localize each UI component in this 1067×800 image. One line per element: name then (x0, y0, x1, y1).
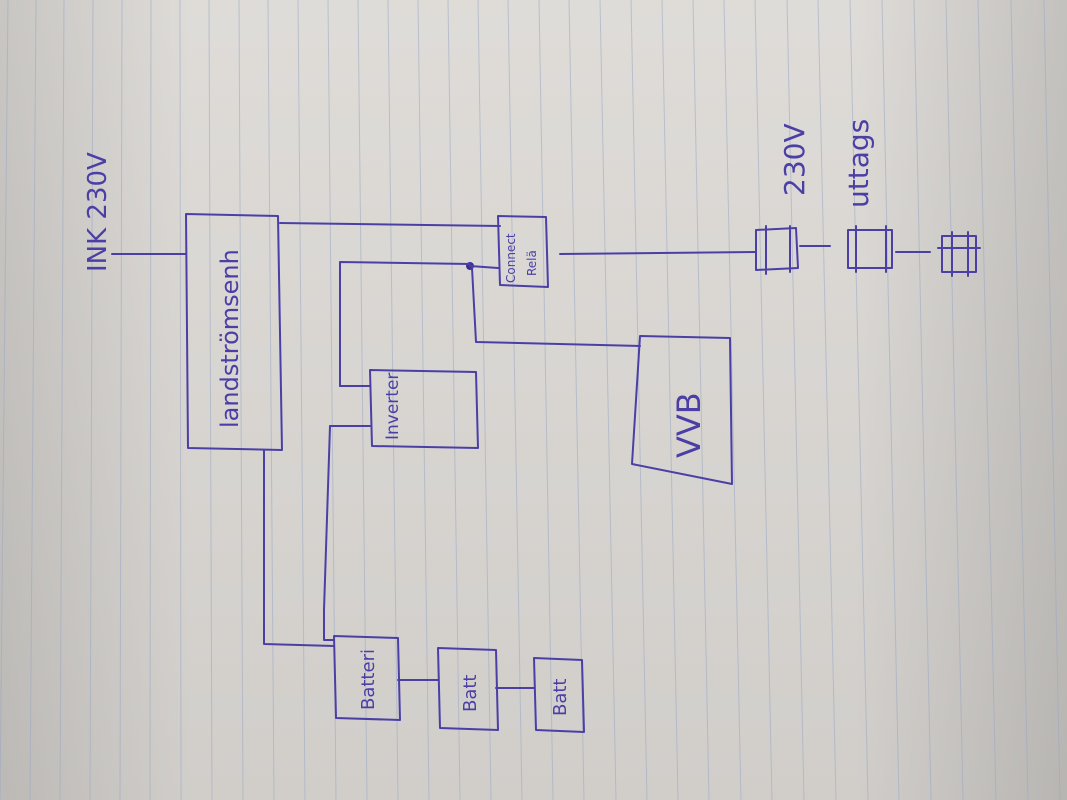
landstrom-to-battery-wire (263, 449, 335, 647)
outlet-3 (937, 231, 981, 277)
vvb-feed-wire (471, 267, 641, 347)
battery-2-label: Batt (460, 675, 481, 713)
inverter-output-wire (339, 261, 471, 387)
connect-relay-text-1: Connect (504, 233, 518, 283)
inverter-label: Inverter (383, 373, 403, 440)
relay-output-wire (559, 251, 757, 255)
input-label: INK 230V (83, 152, 113, 272)
output-label: 230V (778, 123, 811, 196)
connect-relay-box (497, 215, 549, 288)
connect-relay-text-2: Relä (525, 250, 539, 276)
landstrom-label: landströmsenh (216, 249, 244, 428)
vvb-box (631, 335, 733, 485)
battery-1-box (333, 635, 401, 721)
outlet-2 (847, 225, 893, 273)
landstrom-box (185, 213, 283, 451)
battery-to-inverter-wire (323, 425, 335, 641)
vvb-label: VVB (670, 392, 708, 458)
battery-3-label: Batt (550, 679, 571, 717)
battery-3-box (533, 657, 585, 733)
outlet-1 (755, 225, 799, 275)
battery-2-box (437, 647, 499, 731)
landstrom-to-relay-wire (279, 222, 501, 227)
inverter-box (369, 369, 479, 449)
junction-to-relay-wire (469, 265, 499, 269)
outlets-label: uttags (842, 119, 875, 208)
battery-1-label: Batteri (358, 649, 379, 710)
